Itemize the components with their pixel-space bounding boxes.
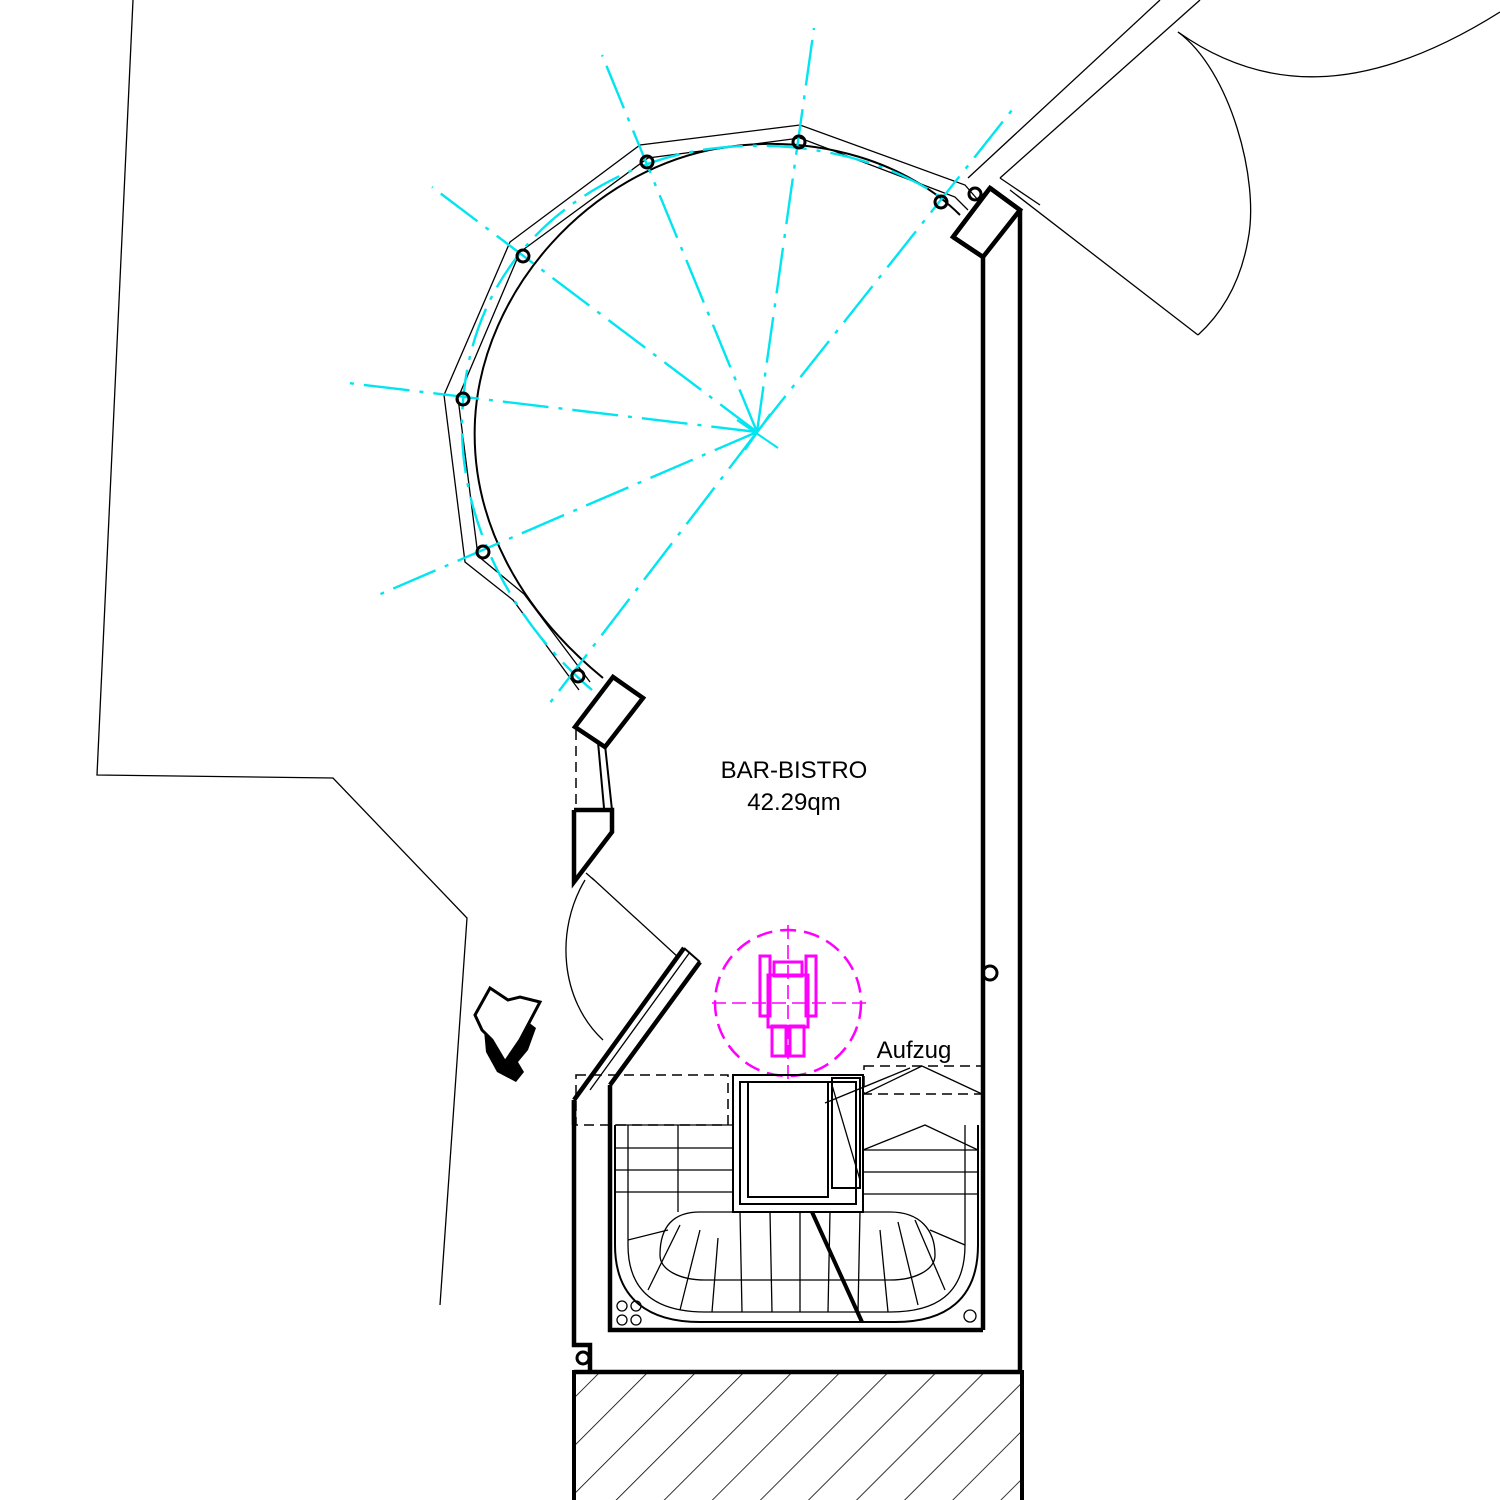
site-boundary	[96, 0, 468, 1306]
entrance-arrow-icon	[473, 985, 543, 1082]
stair-core	[575, 1065, 983, 1326]
column	[475, 544, 491, 560]
wheelchair-icon	[712, 925, 866, 1080]
column	[639, 154, 655, 170]
hatched-wall	[572, 1370, 1024, 1500]
column	[791, 134, 807, 150]
room-area: 42.29qm	[747, 789, 840, 816]
column	[967, 186, 983, 202]
column	[455, 391, 471, 407]
curved-facade	[443, 124, 979, 691]
structural-axes	[347, 27, 1013, 709]
room-name: BAR-BISTRO	[721, 757, 868, 784]
column	[933, 194, 949, 210]
elevator-label: Aufzug	[877, 1037, 952, 1064]
columns	[455, 134, 999, 1366]
column	[570, 668, 586, 684]
entrance-door	[565, 872, 680, 1041]
column	[981, 964, 999, 982]
column	[575, 1350, 591, 1366]
column	[515, 248, 531, 264]
adjoining-door	[967, 0, 1500, 336]
